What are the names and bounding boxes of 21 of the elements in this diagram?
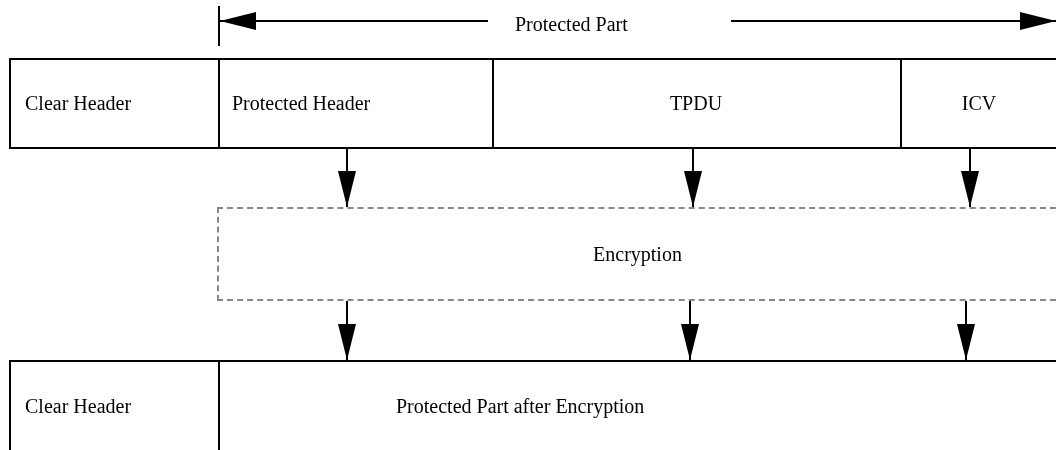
span-label: Protected Part xyxy=(515,13,628,36)
header-field xyxy=(9,360,220,450)
field-label: ICV xyxy=(961,92,997,115)
payload-field xyxy=(492,58,902,149)
field-label: Protected Part after Encryption xyxy=(396,395,645,418)
arrow xyxy=(338,148,356,208)
field-label: Protected Header xyxy=(232,92,371,115)
arrow xyxy=(681,300,699,361)
arrow xyxy=(684,148,702,208)
checksum-field xyxy=(900,58,1056,149)
header-field xyxy=(9,58,220,149)
arrow xyxy=(961,148,979,208)
field-label: Clear Header xyxy=(25,395,132,418)
process-box xyxy=(217,207,1056,301)
field-label: Encryption xyxy=(593,242,682,266)
field-label: Clear Header xyxy=(25,92,132,115)
encrypted-field xyxy=(218,360,1056,450)
arrow xyxy=(957,300,975,361)
arrow xyxy=(338,300,356,361)
field-label: TPDU xyxy=(669,92,723,115)
header-field xyxy=(218,58,494,149)
